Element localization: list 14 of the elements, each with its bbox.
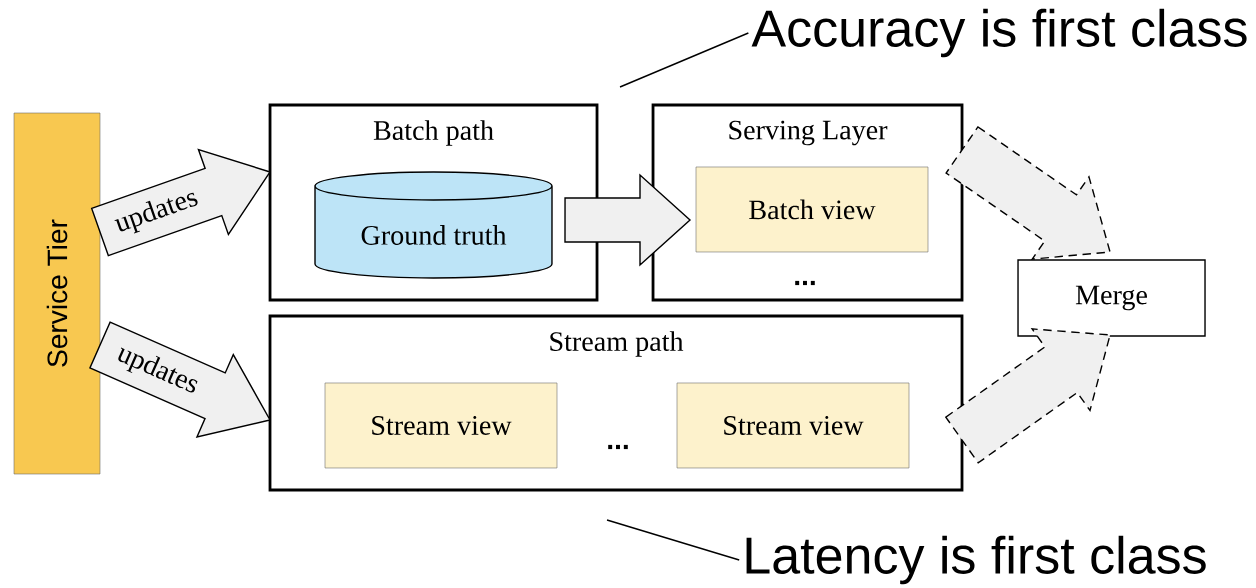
view-box: Stream view	[324, 382, 558, 469]
view-box: Stream view	[676, 382, 910, 469]
tier-bar: Service Tier	[13, 112, 101, 475]
ellipsis-mark: ...	[608, 444, 628, 450]
database-cylinder: Ground truth	[314, 171, 553, 279]
block-arrow	[564, 173, 692, 267]
view-box: Batch view	[695, 166, 929, 253]
leader-line	[619, 32, 750, 88]
leader-line	[606, 519, 740, 561]
caption-text: Accuracy is first class	[751, 8, 1247, 58]
ellipsis-mark: ...	[795, 280, 815, 286]
edge-label: updates	[110, 183, 204, 241]
caption-text: Latency is first class	[746, 535, 1206, 585]
edge-label: updates	[111, 339, 204, 402]
